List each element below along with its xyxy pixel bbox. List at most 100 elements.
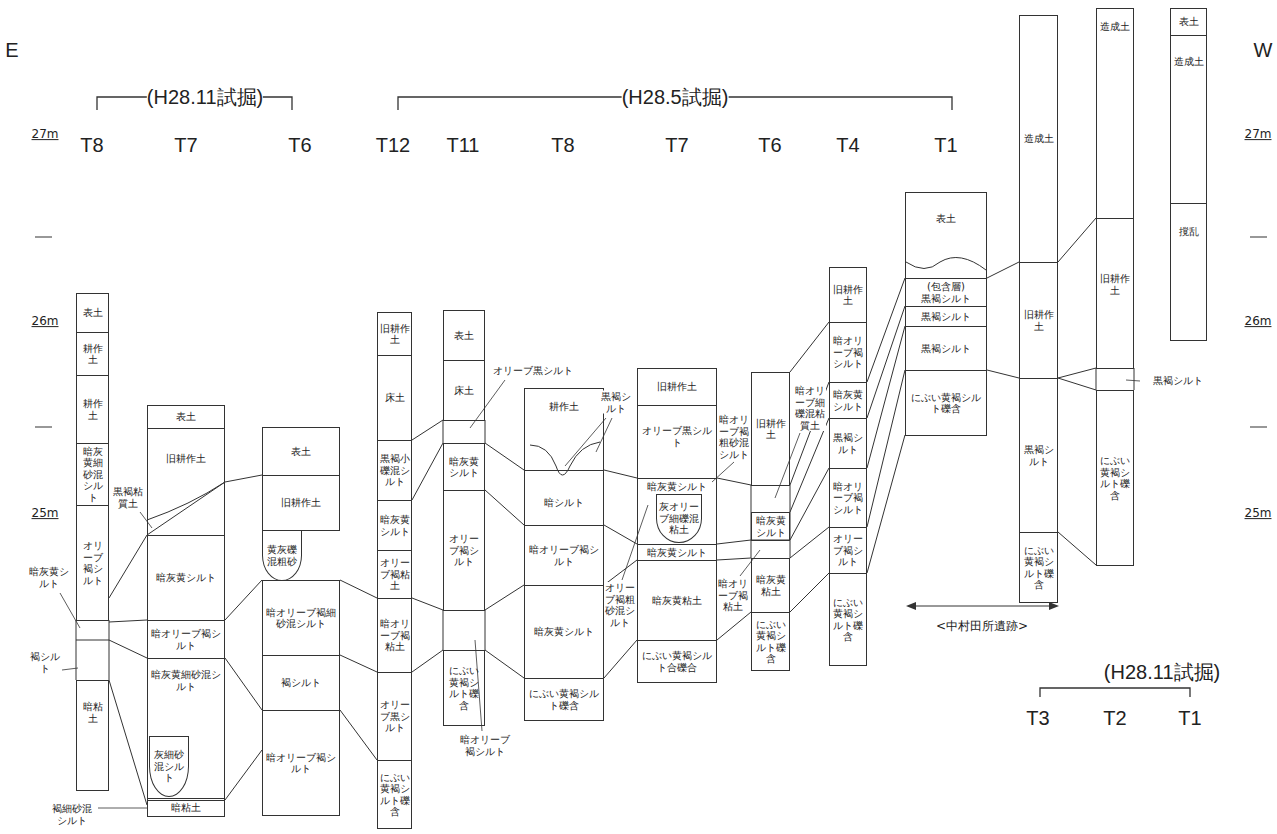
layer-name: 黒褐小礫混シルト <box>379 453 410 488</box>
layer-text-group: 表土 <box>906 213 986 225</box>
layer-name: 暗灰黄シルト <box>831 389 865 412</box>
soil-layer: にぶい黄褐シルト礫含 <box>1096 390 1134 566</box>
layer-text-group: オリーブ褐シルト <box>444 533 484 568</box>
layer-text-group: 暗灰黄シルト <box>830 389 866 412</box>
layer-text-group: 暗灰黄細砂混シルト <box>148 669 224 692</box>
layer-text-group: 黒褐シルト <box>830 432 866 455</box>
soil-layer: 暗オリーブ褐粘土 <box>377 598 412 673</box>
soil-layer: 旧耕作土 <box>262 475 340 531</box>
soil-layer: 暗オリーブ褐シルト <box>829 468 867 528</box>
heading-label: T8 <box>551 134 574 157</box>
layer-text-group: 暗灰黄シルト <box>638 481 716 493</box>
layer-name: オリーブ褐シルト <box>78 540 107 586</box>
layer-text-group: 暗灰黄シルト <box>752 515 789 538</box>
layer-name: 暗粘土 <box>149 802 223 814</box>
layer-name: 暗灰黄粘土 <box>753 574 788 597</box>
lens-layer: 黄灰礫混粗砂 <box>262 530 302 581</box>
soil-layer: 黒褐小礫混シルト <box>377 440 412 501</box>
scale-label: 26m <box>32 315 59 329</box>
layer-name: 褐シルト <box>264 677 338 689</box>
soil-layer: 黒褐シルト <box>905 326 987 371</box>
scale-tick <box>35 237 1267 427</box>
layer-callout: 黒褐シルト <box>600 391 632 414</box>
layer-text-group: 旧耕作土 <box>638 381 716 393</box>
layer-name: 黒褐シルト <box>831 432 865 455</box>
layer-name: 暗オリーブ褐粘土 <box>379 618 410 653</box>
heading-label: W <box>1254 39 1273 62</box>
layer-name: 旧耕作土 <box>831 284 865 307</box>
soil-layer: にぶい黄褐シルト礫含 <box>829 573 867 666</box>
layer-text-group: にぶい黄褐シルト礫含 <box>1097 455 1133 501</box>
layer-name: 暗オリーブ褐細砂混シルト <box>264 607 338 630</box>
soil-layer: 黒褐シルト <box>829 418 867 469</box>
heading-label: T12 <box>376 134 410 157</box>
scale-label: 27m <box>32 128 59 142</box>
layer-name: 暗灰黄シルト <box>445 456 483 479</box>
layer-callout: 暗灰黄シルト <box>28 566 70 589</box>
soil-layer: にぶい黄褐シルト合礫合 <box>637 640 717 683</box>
layer-name: (包含層) <box>907 281 985 293</box>
soil-layer: 表土 <box>905 192 987 279</box>
layer-text-group: 灰オリーブ細礫混粘土 <box>657 501 701 536</box>
heading-label: T2 <box>1103 707 1126 730</box>
soil-layer: 床土 <box>443 360 485 421</box>
layer-callout: 暗オリーブ褐粘土 <box>718 578 749 613</box>
layer-text-group: 床土 <box>444 385 484 397</box>
soil-layer: 暗灰黄シルト <box>829 382 867 419</box>
layer-name: 灰オリーブ細礫混粘土 <box>658 501 700 536</box>
layer-text-group: 暗灰黄細砂混シルト <box>77 446 108 504</box>
layer-callout: 黒褐粘質土 <box>111 486 145 509</box>
scale-label: 27m <box>1245 128 1272 142</box>
layer-name: 暗オリーブ褐シルト <box>831 481 865 516</box>
heading-label: T1 <box>934 134 957 157</box>
layer-text-group: 旧耕作土 <box>1020 309 1057 332</box>
layer-name: オリーブ褐粘土 <box>379 557 410 592</box>
soil-layer: 暗粘土 <box>147 798 225 817</box>
layer-text-group: 暗オリーブ褐シルト <box>525 544 603 567</box>
layer-name: 暗オリーブ褐シルト <box>526 544 602 567</box>
layer-text-group: 暗粘土 <box>148 802 224 814</box>
layer-text-group: 黒褐シルト <box>906 311 986 323</box>
layer-name: 暗灰黄粘土 <box>639 595 715 607</box>
layer-text-group: 旧耕作土 <box>263 497 339 509</box>
layer-name: 耕作土 <box>78 343 107 366</box>
layer-text-group: 暗オリーブ褐シルト <box>148 628 224 651</box>
layer-callout: 暗オリーブ細礫混粘質土 <box>794 385 826 431</box>
soil-layer: 暗灰黄細砂混シルト灰細砂混シルト <box>147 658 225 801</box>
layer-callout: 暗オリーブ褐シルト <box>456 734 514 757</box>
layer-name: 暗灰黄シルト <box>639 547 715 559</box>
layer-name: 旧耕作土 <box>264 497 338 509</box>
soil-layer: 表土 <box>262 427 340 476</box>
lens-layer: 灰細砂混シルト <box>149 736 189 797</box>
layer-text-group: 旧耕作土 <box>830 284 866 307</box>
layer-text-group: 褐シルト <box>263 677 339 689</box>
soil-layer: 造成土 <box>1096 8 1134 219</box>
soil-layer: 旧耕作土 <box>751 372 790 486</box>
scale-label: 25m <box>32 507 59 521</box>
layer-name: にぶい黄褐シルト礫含 <box>1021 545 1056 591</box>
layer-name: 暗灰黄シルト <box>149 572 223 584</box>
layer-text-group: 旧耕作土 <box>1097 273 1133 296</box>
layer-text-group: 耕作土 <box>77 343 108 366</box>
layer-text-group: オリーブ褐シルト <box>830 533 866 568</box>
scale-label: <中村田所遺跡> <box>936 620 1028 634</box>
soil-layer: 暗オリーブ褐細砂混シルト <box>262 580 340 656</box>
heading-label: T8 <box>80 134 103 157</box>
layer-text-group: 旧耕作土 <box>752 418 789 441</box>
soil-layer: 旧耕作土 <box>1096 218 1134 369</box>
layer-text-group: 暗灰黄シルト <box>148 572 224 584</box>
lens-layer: 灰オリーブ細礫混粘土 <box>656 494 702 543</box>
layer-name: 暗灰黄シルト <box>753 515 788 538</box>
soil-layer: にぶい黄褐シルト礫含 <box>905 370 987 436</box>
layer-name: 暗オリーブ褐シルト <box>831 335 865 370</box>
soil-layer: 暗オリーブ褐シルト <box>829 322 867 383</box>
layer-text-group: 暗シルト <box>525 497 603 509</box>
layer-name: 旧耕作土 <box>639 381 715 393</box>
soil-layer: 黒褐シルト <box>1019 378 1058 533</box>
layer-name: 表土 <box>149 411 223 423</box>
heading-label: T7 <box>665 134 688 157</box>
heading-label: T4 <box>836 134 859 157</box>
layer-name: 造成土 <box>1098 21 1132 33</box>
layer-name: 耕作土 <box>526 401 602 413</box>
